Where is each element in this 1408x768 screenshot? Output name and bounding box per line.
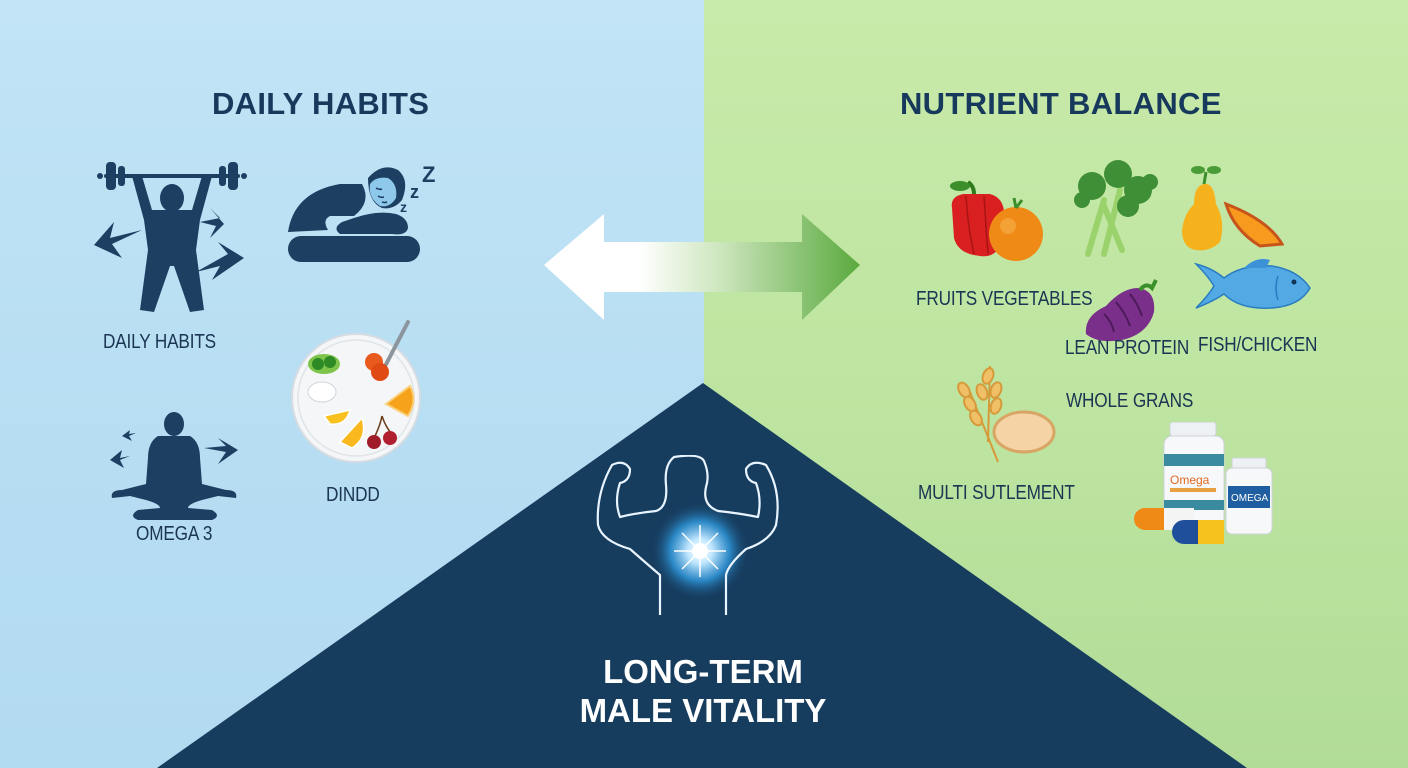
fish-icon	[1194, 259, 1311, 309]
wheat-bread-icon	[957, 365, 1056, 463]
bottle-label-2: OMEGA	[1231, 493, 1269, 504]
svg-text:Z: Z	[422, 162, 435, 187]
whole-grains-label: WHOLE GRANS	[1066, 390, 1194, 412]
bottle-label-1: Omega	[1170, 473, 1210, 487]
strong-man-glow-icon	[596, 455, 779, 615]
eggplant-icon	[1085, 279, 1158, 342]
multi-supplement-label: MULTI SUTLEMENT	[918, 482, 1075, 504]
svg-text:z: z	[410, 182, 419, 202]
vitality-title: LONG-TERM MALE VITALITY	[503, 652, 903, 730]
sleeping-person-icon: z z Z	[288, 162, 435, 262]
vitality-title-line1: LONG-TERM	[603, 653, 803, 690]
pepper-orange-icon	[950, 180, 1043, 261]
weightlifter-icon	[94, 162, 247, 312]
nutrient-balance-heading: NUTRIENT BALANCE	[900, 86, 1222, 121]
fish-chicken-label: FISH/CHICKEN	[1198, 334, 1318, 356]
double-arrow-icon	[544, 214, 860, 320]
daily-habits-heading: DAILY HABITS	[212, 86, 430, 121]
supplement-bottles-icon: Omega OMEGA	[1134, 422, 1273, 544]
food-plate-icon	[291, 320, 421, 463]
leafy-greens-icon	[1074, 160, 1158, 257]
meditation-icon	[110, 412, 238, 520]
lean-protein-label: LEAN PROTEIN	[1065, 337, 1190, 359]
vitality-title-line2: MALE VITALITY	[579, 692, 827, 729]
daily-habits-label: DAILY HABITS	[103, 331, 216, 353]
dindd-label: DINDD	[326, 484, 380, 506]
fruits-vegetables-label: FRUITS VEGETABLES	[916, 288, 1093, 310]
omega-3-label: OMEGA 3	[136, 523, 213, 545]
svg-text:z: z	[400, 199, 407, 215]
pear-orange-slice-icon	[1182, 166, 1284, 251]
